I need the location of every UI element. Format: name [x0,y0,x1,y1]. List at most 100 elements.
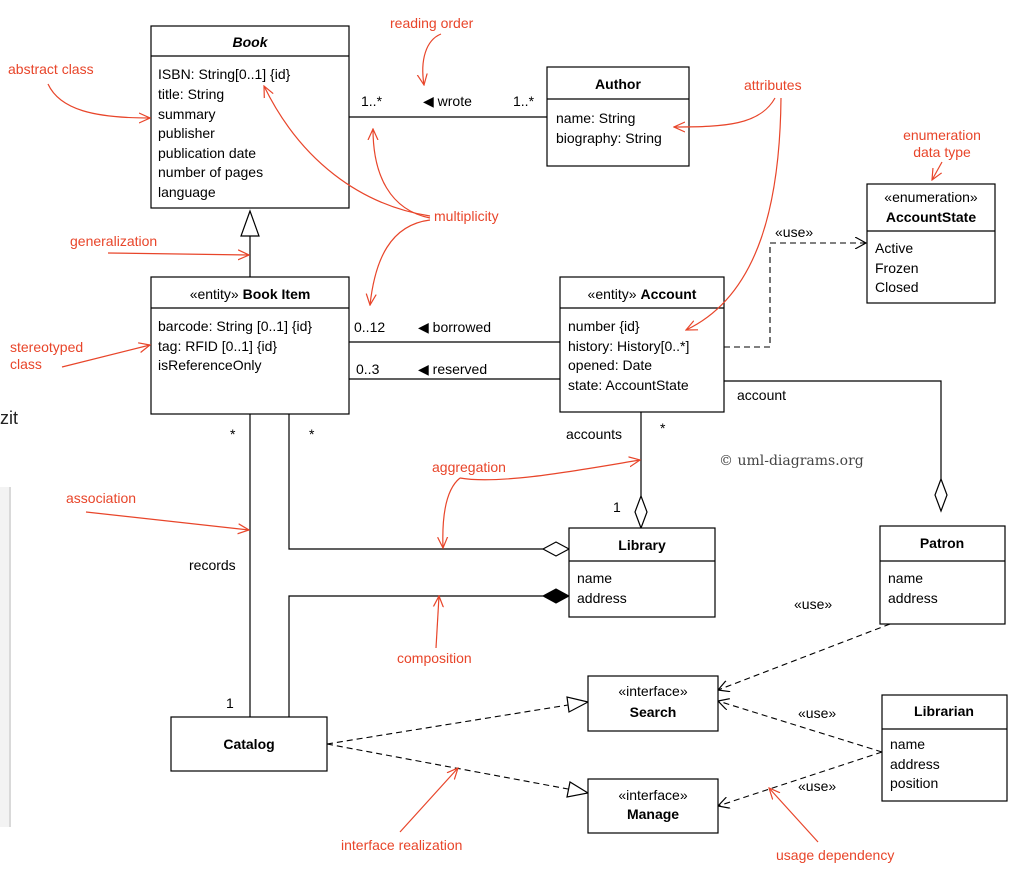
multiplicity-label: * [309,426,315,442]
association-name-label: ◀ wrote [423,93,472,109]
annotation-arrow [47,83,150,118]
annotation-abstract-class: abstract class [8,61,94,77]
realization-catalog-manage [326,743,569,790]
library-bookitem-aggregation-diamond [541,541,571,557]
use-patron-search [718,623,891,690]
class-attribute: address [888,590,938,606]
library-composition-diamond [541,588,571,604]
annotation-arrow [85,511,249,530]
annotation-multiplicity: multiplicity [434,208,499,224]
realization-catalog-search [326,704,569,745]
annotation-composition: composition [397,650,472,666]
multiplicity-label: 1..* [513,93,535,109]
class-book: Book ISBN: String[0..1] {id} title: Stri… [150,25,350,209]
multiplicity-label: 1 [226,695,234,711]
account-patron-line [724,380,942,479]
class-title: Book [233,34,269,50]
annotation-arrow [373,129,431,219]
annotation-arrow [674,97,776,127]
association-name-label: ◀ borrowed [418,319,491,335]
interface-search: «interface» Search [587,675,719,732]
association-name-label: ◀ reserved [418,361,487,377]
class-header: «entity» Account [588,286,697,302]
class-stereotype: «entity» [588,286,637,302]
class-title: Catalog [223,736,274,752]
realization-search-triangle [566,696,590,713]
annotation-arrow [107,253,249,255]
annotation-attributes: attributes [744,77,802,93]
class-title: Search [630,704,677,720]
annotation-association: association [66,490,136,506]
class-attribute: barcode: String [0..1] {id} [158,318,312,334]
generalization-triangle [240,209,260,237]
class-author: Author name: String biography: String [546,66,690,167]
class-attribute: name [890,736,925,752]
annotation-aggregation: aggregation [432,459,506,475]
annotation-usage-dependency: usage dependency [776,847,894,863]
class-attribute: Active [875,240,913,256]
class-attribute: opened: Date [568,357,652,373]
class-attribute: Frozen [875,260,919,276]
class-library: Library name address [568,527,716,618]
annotation-arrow [436,596,439,649]
stereotype-label: «use» [775,224,813,240]
interface-manage: «interface» Manage [587,778,719,834]
bookitem-library-line [288,414,543,550]
annotation-arrow [370,219,431,305]
multiplicity-label: * [660,420,666,436]
class-title: Book Item [243,286,311,302]
watermark-text: © uml-diagrams.org [719,453,864,469]
class-attribute: address [890,756,940,772]
class-stereotype: «entity» [190,286,239,302]
annotation-arrow [61,345,150,368]
class-book-item: «entity» Book Item barcode: String [0..1… [150,276,350,415]
class-attribute: publisher [158,125,215,141]
class-attribute: publication date [158,145,256,161]
use-dependency-enumeration [724,243,866,348]
realization-manage-triangle [566,781,590,798]
use-librarian-manage [718,751,883,806]
class-attribute: summary [158,106,216,122]
cropped-text-fragment: zit [0,408,18,428]
class-attribute: Closed [875,279,919,295]
class-patron: Patron name address [879,525,1006,625]
class-attribute: name [577,570,612,586]
stereotype-label: «use» [798,705,836,721]
class-attribute: biography: String [556,130,662,146]
role-label: account [737,387,786,403]
annotation-arrow [264,86,431,217]
use-librarian-search [718,701,883,753]
class-attribute: title: String [158,86,224,102]
class-attribute: history: History[0..*] [568,338,689,354]
class-librarian: Librarian name address position [881,694,1008,802]
role-label: accounts [566,426,622,442]
class-title: Manage [627,806,679,822]
class-attribute: number of pages [158,164,263,180]
class-title: Librarian [914,703,974,719]
annotation-line: stereotyped [10,339,83,355]
class-account: «entity» Account number {id} history: Hi… [559,276,725,413]
class-stereotype: «interface» [618,683,687,699]
annotation-generalization: generalization [70,233,157,249]
class-attribute: name: String [556,110,635,126]
multiplicity-label: * [230,426,236,442]
multiplicity-label: 1..* [361,93,383,109]
class-title: Library [618,537,666,553]
role-label: records [189,557,236,573]
annotation-arrow [932,161,943,180]
class-title: Account [640,286,696,302]
class-stereotype: «interface» [618,787,687,803]
class-stereotype: «enumeration» [884,189,978,205]
annotation-line: class [10,356,42,372]
class-attribute: ISBN: String[0..1] {id} [158,66,291,82]
annotation-arrow [423,33,442,85]
multiplicity-label: 1 [613,499,621,515]
annotation-arrow [459,460,640,481]
class-attribute: name [888,570,923,586]
annotation-arrow [769,788,819,843]
class-title: Patron [920,535,964,551]
class-title: Author [595,76,641,92]
class-attribute: language [158,184,216,200]
